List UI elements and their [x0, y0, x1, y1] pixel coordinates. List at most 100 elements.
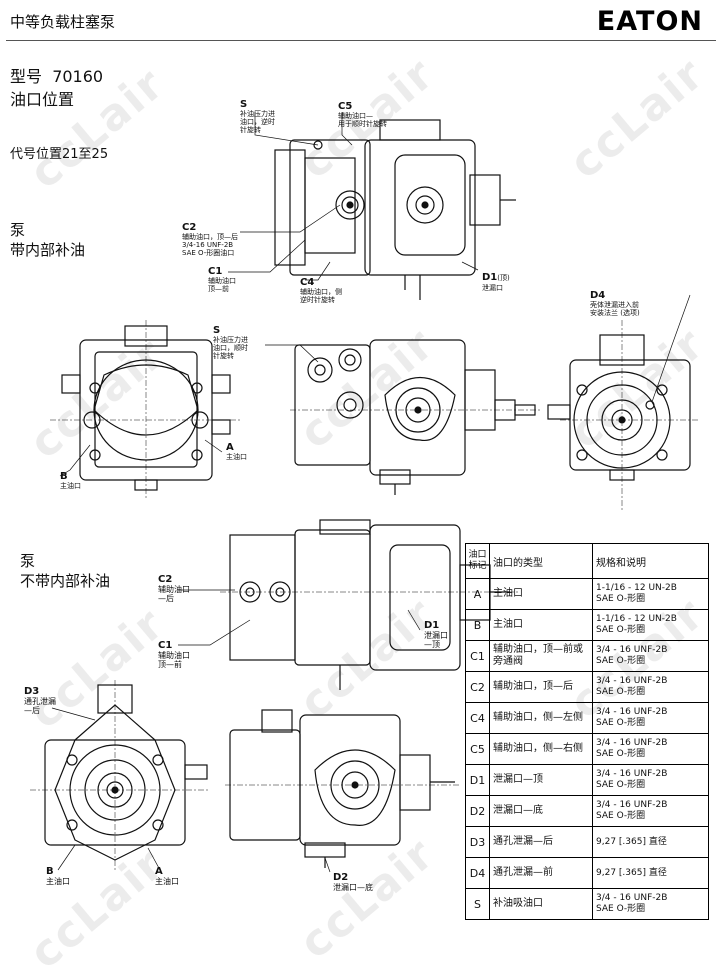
- label-d3: D3 通孔泄漏 —后: [24, 686, 56, 715]
- port-mark-cell: C1: [465, 640, 490, 672]
- section-line: 泵: [10, 221, 26, 239]
- port-type-cell: 通孔泄漏—前: [489, 857, 593, 889]
- spec-line: SAE O-形圈: [596, 718, 646, 728]
- spec-cell: 9,27 [.365] 直径: [592, 826, 709, 858]
- spec-line: SAE O-形圈: [596, 904, 646, 914]
- port-desc: 泄漏口—底: [333, 883, 373, 892]
- label-b-mid: B 主油口: [60, 471, 81, 490]
- label-a-mid: A 主油口: [226, 442, 247, 461]
- section-line: 不带内部补油: [20, 572, 111, 590]
- header-port-mark: 油口 标记: [465, 543, 490, 579]
- port-desc: 辅助油口: [208, 277, 236, 285]
- port-desc: 辅助油口: [158, 585, 190, 594]
- port-type-cell: 泄漏口—顶: [489, 764, 593, 796]
- port-id: C1: [158, 640, 173, 651]
- port-id: D4: [590, 290, 606, 301]
- header-spec: 规格和说明: [592, 543, 709, 579]
- port-type-cell: 通孔泄漏—后: [489, 826, 593, 858]
- spec-cell: 9,27 [.365] 直径: [592, 857, 709, 889]
- port-id: S: [213, 325, 221, 336]
- label-a-low: A 主油口: [155, 866, 179, 886]
- port-mark-cell: D1: [465, 764, 490, 796]
- model-number: 70160: [52, 67, 104, 86]
- section-with-charge: 泵 带内部补油: [10, 220, 85, 260]
- port-id: D3: [24, 686, 40, 697]
- port-suffix: (顶): [497, 274, 510, 282]
- header-divider: [6, 40, 716, 41]
- port-desc: 针旋转: [213, 352, 234, 360]
- pump-front-view-right: [547, 320, 700, 510]
- port-mark-cell: B: [465, 609, 490, 641]
- port-mark-cell: C2: [465, 671, 490, 703]
- label-d1-low: D1 泄漏口 —顶: [424, 620, 448, 649]
- section-line: 泵: [20, 552, 36, 570]
- spec-line: 1-1/16 - 12 UN-2B: [596, 614, 677, 624]
- port-desc: 泄漏口: [482, 284, 503, 292]
- spec-line: SAE O-形圈: [596, 687, 646, 697]
- port-desc: 辅助油口，侧: [300, 288, 342, 296]
- port-desc: 顶—前: [208, 285, 229, 293]
- port-desc: 顶—前: [158, 660, 182, 669]
- spec-line: 3/4 - 16 UNF-2B: [596, 893, 668, 903]
- port-id: C2: [158, 574, 173, 585]
- port-desc: 逆时针旋转: [300, 296, 335, 304]
- spec-line: SAE O-形圈: [596, 594, 646, 604]
- port-desc: 辅助油口: [158, 651, 190, 660]
- label-c1-top: C1 辅助油口 顶—前: [208, 266, 236, 293]
- spec-line: SAE O-形圈: [596, 811, 646, 821]
- port-desc: 补油压力进: [240, 110, 275, 118]
- eaton-logo: EATON: [596, 6, 703, 37]
- table-header-row: 油口 标记 油口的类型 规格和说明: [465, 543, 709, 579]
- position-code: 代号位置21至25: [10, 147, 109, 162]
- port-mark-cell: D4: [465, 857, 490, 889]
- pump-front-view-left: [50, 320, 240, 500]
- port-id: C2: [182, 222, 197, 233]
- spec-line: 3/4 - 16 UNF-2B: [596, 769, 668, 779]
- label-c2-top: C2 辅助油口，顶—后 3/4-16 UNF-2B SAE O-形圈油口: [182, 222, 238, 257]
- label-d1-top: D1(顶) 泄漏口: [482, 265, 510, 292]
- port-desc: 主油口: [226, 453, 247, 461]
- section-line: 带内部补油: [10, 241, 86, 259]
- port-id: D1: [482, 272, 498, 283]
- spec-line: SAE O-形圈: [596, 625, 646, 635]
- label-b-low: B 主油口: [46, 866, 70, 886]
- spec-line: 3/4 - 16 UNF-2B: [596, 738, 668, 748]
- port-desc: 壳体泄漏进入前: [590, 301, 639, 309]
- port-type-cell: 补油吸油口: [489, 888, 593, 920]
- port-type-cell: 主油口: [489, 578, 593, 610]
- port-desc: 安装法兰 (选项): [590, 309, 640, 317]
- model-line: 型号 70160: [10, 63, 103, 87]
- port-mark-cell: S: [465, 888, 490, 920]
- spec-line: SAE O-形圈: [596, 749, 646, 759]
- label-c1-low: C1 辅助油口 顶—前: [158, 640, 190, 669]
- port-id: B: [60, 471, 68, 482]
- port-desc: 3/4-16 UNF-2B: [182, 241, 234, 249]
- port-desc: 主油口: [60, 482, 81, 490]
- port-desc: SAE O-形圈油口: [182, 249, 235, 257]
- pump-top-view: [274, 119, 516, 300]
- header-text: 标记: [468, 561, 487, 571]
- port-desc: 油口，逆时: [240, 118, 275, 126]
- spec-line: 1-1/16 - 12 UN-2B: [596, 583, 677, 593]
- label-s-top: S 补油压力进 油口，逆时 针旋转: [240, 99, 275, 134]
- port-id: C1: [208, 266, 223, 277]
- header-text: 油口: [468, 550, 487, 560]
- port-desc: 油口，顺时: [213, 344, 248, 352]
- spec-line: 3/4 - 16 UNF-2B: [596, 800, 668, 810]
- pump-side-view-bottom: [225, 709, 460, 868]
- port-desc: 通孔泄漏: [24, 697, 56, 706]
- spec-line: SAE O-形圈: [596, 656, 646, 666]
- header-port-type: 油口的类型: [489, 543, 593, 579]
